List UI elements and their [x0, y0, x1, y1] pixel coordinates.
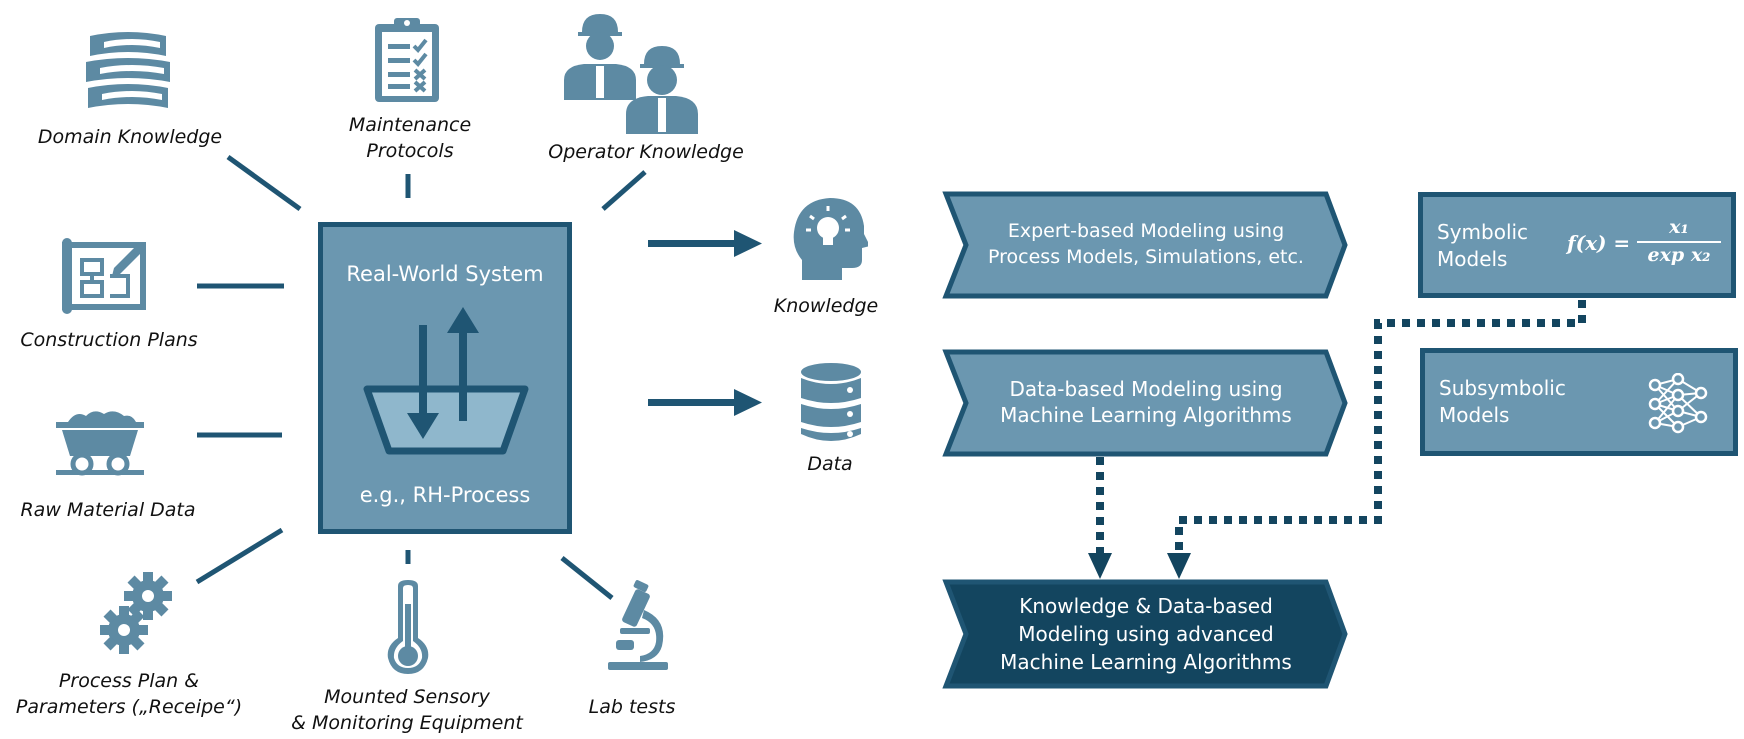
hybrid-modeling-line1: Knowledge & Data-based: [1019, 594, 1273, 618]
microscope-icon: [606, 580, 670, 672]
arrow-dotted-1: [1088, 553, 1112, 579]
connector-process-plan: [195, 527, 284, 585]
vessel-icon: [363, 307, 529, 455]
arrow-to-knowledge: [734, 230, 762, 257]
raw-material-data-label: Raw Material Data: [20, 499, 196, 521]
neural-network-icon: [1648, 373, 1708, 434]
expert-modeling-chevron: [942, 191, 1348, 299]
expert-modeling-line1: Expert-based Modeling using: [1007, 220, 1285, 242]
dotted-symbolic-to-hybrid: [1175, 300, 1586, 555]
database-icon: [800, 362, 862, 444]
connector-operator: [601, 170, 647, 211]
symbolic-models-box: Symbolic Models f(x) = x₁ exp x₂: [1418, 192, 1736, 298]
maintenance-protocols-line1: Maintenance: [348, 114, 472, 136]
hybrid-modeling-line2: Modeling using advanced: [1018, 622, 1274, 646]
arrow-to-data: [734, 389, 762, 416]
connector-domain: [226, 154, 302, 212]
formula-denominator: exp x₂: [1647, 244, 1711, 266]
process-plan-label: Process Plan & Parameters („Receipe“): [6, 668, 252, 720]
connector-lab: [560, 556, 614, 600]
formula: f(x) =: [1567, 231, 1630, 255]
mounted-sensory-line2: & Monitoring Equipment: [291, 712, 523, 734]
expert-modeling-line2: Process Models, Simulations, etc.: [988, 246, 1304, 268]
operators-icon: [560, 10, 700, 136]
formula-numerator: x₁: [1637, 215, 1721, 243]
mine-cart-icon: [52, 404, 148, 480]
data-label: Data: [807, 453, 853, 475]
formula-fraction: x₁ exp x₂: [1637, 215, 1721, 267]
knowledge-head-icon: [792, 196, 868, 282]
blueprint-icon: [58, 236, 150, 314]
lab-tests-label: Lab tests: [588, 696, 676, 718]
process-plan-line2: Parameters („Receipe“): [15, 696, 243, 718]
data-modeling-text: Data-based Modeling using Machine Learni…: [966, 376, 1326, 428]
data-modeling-line2: Machine Learning Algorithms: [1000, 403, 1292, 427]
symbolic-models-label: Symbolic Models: [1437, 220, 1529, 271]
gears-icon: [100, 572, 176, 654]
mounted-sensory-label: Mounted Sensory & Monitoring Equipment: [284, 684, 530, 736]
data-modeling-line1: Data-based Modeling using: [1009, 377, 1283, 401]
subsymbolic-models-box: Subsymbolic Models: [1420, 348, 1738, 456]
expert-modeling-text: Expert-based Modeling using Process Mode…: [966, 218, 1326, 270]
data-modeling-chevron: [942, 349, 1348, 457]
hybrid-modeling-text: Knowledge & Data-based Modeling using ad…: [966, 592, 1326, 676]
clipboard-icon: [372, 16, 442, 104]
hybrid-modeling-chevron: [942, 579, 1348, 689]
process-plan-line1: Process Plan &: [58, 670, 200, 692]
operator-knowledge-label: Operator Knowledge: [548, 141, 744, 163]
construction-plans-label: Construction Plans: [20, 329, 198, 351]
mounted-sensory-line1: Mounted Sensory: [324, 686, 490, 708]
hybrid-modeling-line3: Machine Learning Algorithms: [1000, 650, 1292, 674]
books-icon: [82, 28, 174, 114]
maintenance-protocols-line2: Protocols: [366, 140, 454, 162]
knowledge-label: Knowledge: [773, 295, 879, 317]
formula-lhs: f(x) =: [1567, 231, 1631, 255]
real-world-system-title: Real-World System: [346, 262, 544, 286]
subsymbolic-models-label: Subsymbolic Models: [1439, 376, 1566, 427]
real-world-system-example: e.g., RH-Process: [359, 483, 531, 507]
domain-knowledge-label: Domain Knowledge: [37, 126, 223, 148]
arrow-dotted-2: [1167, 553, 1191, 579]
maintenance-protocols-label: Maintenance Protocols: [330, 112, 490, 164]
real-world-system-box: Real-World System e.g., RH-Process: [318, 222, 572, 534]
thermometer-icon: [384, 578, 432, 676]
